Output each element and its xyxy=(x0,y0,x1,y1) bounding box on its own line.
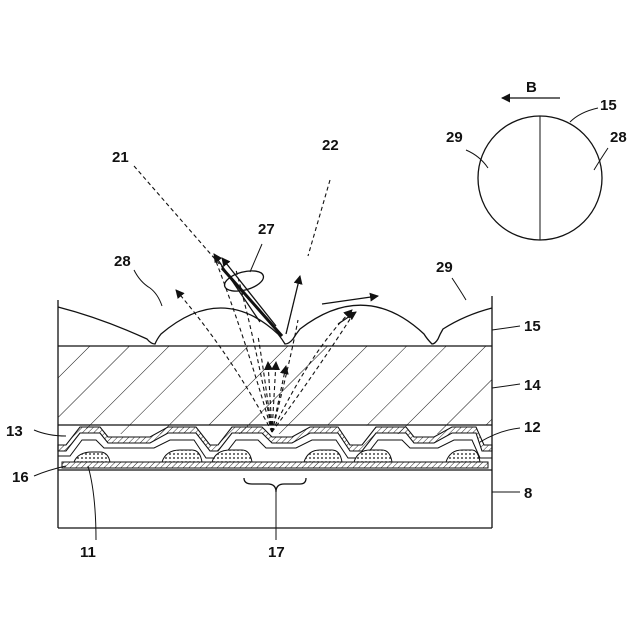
leader-15-layer xyxy=(492,326,520,330)
label-22: 22 xyxy=(322,137,339,154)
bump xyxy=(162,450,202,462)
bump xyxy=(446,450,480,462)
leader-16 xyxy=(34,466,66,476)
label-12: 12 xyxy=(524,419,541,436)
leader-11 xyxy=(88,466,96,540)
label-28-lens: 28 xyxy=(114,253,131,270)
label-13: 13 xyxy=(6,423,23,440)
refracted-ray xyxy=(222,258,276,326)
refracted-ray xyxy=(322,296,378,304)
label-28-inset: 28 xyxy=(610,129,627,146)
inset-lens-view xyxy=(466,98,608,240)
planarization-layer-14 xyxy=(58,346,492,434)
leader-28-lens xyxy=(134,270,162,306)
brace-17 xyxy=(244,478,306,492)
leader-27 xyxy=(250,244,262,272)
refracted-ray xyxy=(286,276,300,334)
label-8: 8 xyxy=(524,485,532,502)
leader-12 xyxy=(480,428,520,442)
leader-14 xyxy=(492,384,520,388)
bump xyxy=(212,450,252,462)
label-11: 11 xyxy=(80,544,96,561)
label-15-layer: 15 xyxy=(524,318,541,335)
inset-leader-29 xyxy=(466,150,488,168)
label-15-inset: 15 xyxy=(600,97,617,114)
label-29-lens: 29 xyxy=(436,259,453,276)
leader-13 xyxy=(34,430,66,436)
bump xyxy=(354,450,392,462)
label-b: B xyxy=(526,79,537,96)
label-14: 14 xyxy=(524,377,541,394)
base-film-11 xyxy=(62,462,488,468)
refracted-ray xyxy=(338,312,356,324)
ray-22-indicator xyxy=(308,180,330,256)
label-27: 27 xyxy=(258,221,275,238)
ray-bundle-27-ellipse xyxy=(222,267,265,295)
inset-leader-15 xyxy=(570,108,598,122)
substrate-8 xyxy=(58,470,492,528)
leader-29-lens xyxy=(452,278,466,300)
label-17: 17 xyxy=(268,544,285,561)
label-21: 21 xyxy=(112,149,129,166)
bump xyxy=(74,452,110,462)
label-16: 16 xyxy=(12,469,29,486)
dotted-bumps-16 xyxy=(74,450,480,462)
bump xyxy=(304,450,342,462)
layer-14-hatch-fill xyxy=(58,346,492,434)
base-film-fill xyxy=(62,462,488,468)
label-29-inset: 29 xyxy=(446,129,463,146)
